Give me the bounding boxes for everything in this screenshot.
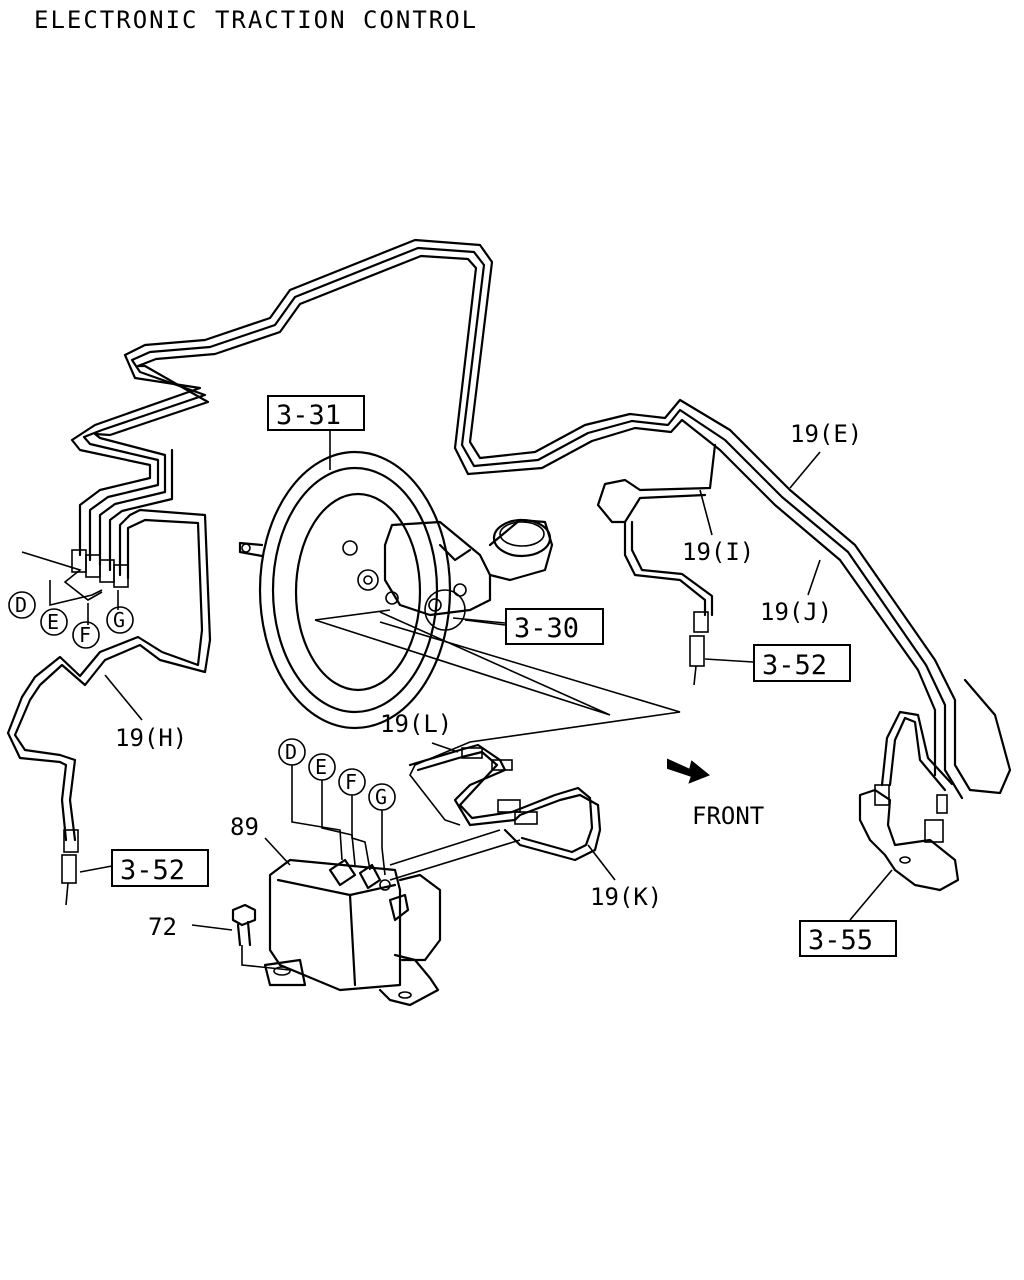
svg-text:3-52: 3-52 [120, 855, 185, 886]
hydraulic-unit [263, 858, 442, 1007]
bracket [849, 784, 960, 921]
page-title: ELECTRONIC TRACTION CONTROL [34, 6, 478, 34]
label-pipe-h: 19(H) [115, 724, 187, 752]
pipe-bundle [6, 238, 1012, 842]
label-hydraulic-unit: 89 [230, 813, 259, 841]
label-pipe-i: 19(I) [682, 538, 754, 566]
label-pipe-k: 19(K) [590, 883, 662, 911]
label-pipe-e: 19(E) [790, 420, 862, 448]
left-hose [61, 829, 113, 906]
svg-text:3-30: 3-30 [514, 613, 579, 644]
label-pipe-l: 19(L) [380, 710, 452, 738]
svg-text:F: F [345, 770, 357, 794]
fittings-left [21, 549, 129, 625]
svg-text:E: E [47, 610, 59, 634]
svg-text:D: D [15, 593, 27, 617]
bolt [191, 903, 291, 971]
svg-text:E: E [315, 755, 327, 779]
brake-booster [238, 428, 452, 730]
svg-text:F: F [79, 623, 91, 647]
connector-letters-unit: D E F G [278, 738, 396, 876]
connector-letters-left: D E F G [8, 591, 134, 649]
callout-bracket: 3-55 [799, 920, 897, 957]
callout-hose-right: 3-52 [753, 644, 851, 682]
master-cylinder [383, 518, 554, 631]
callout-master-cylinder: 3-30 [505, 608, 604, 645]
pipes-lk [389, 743, 602, 881]
front-arrow [667, 758, 710, 784]
svg-text:3-31: 3-31 [276, 400, 341, 431]
svg-text:3-55: 3-55 [808, 925, 873, 956]
right-hose [689, 611, 754, 686]
label-bolt: 72 [148, 913, 177, 941]
leaders-center [314, 609, 681, 826]
svg-text:D: D [285, 740, 297, 764]
label-pipe-j: 19(J) [760, 598, 832, 626]
callout-booster: 3-31 [267, 395, 365, 431]
svg-text:3-52: 3-52 [762, 650, 827, 681]
svg-text:G: G [113, 608, 125, 632]
callout-hose-left: 3-52 [111, 849, 209, 887]
label-leaders [104, 451, 821, 881]
svg-text:G: G [375, 785, 387, 809]
label-front: FRONT [692, 802, 764, 830]
